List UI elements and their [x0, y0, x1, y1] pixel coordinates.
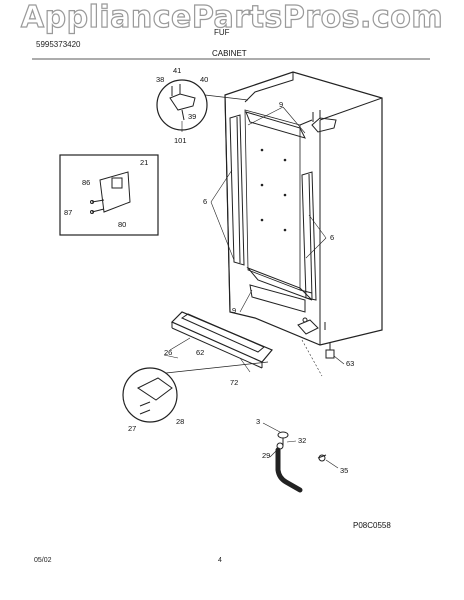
callout-80: 80	[118, 220, 127, 229]
callout-41: 41	[173, 66, 182, 75]
bracket-detail-inset	[59, 154, 159, 236]
top-hinge	[311, 110, 337, 133]
callout-40: 40	[200, 75, 209, 84]
cabinet-trim-strips	[229, 111, 317, 313]
callout-35: 35	[340, 466, 349, 475]
model-number-fragment: 5995373420	[36, 40, 81, 49]
callout-9-top: 9	[279, 100, 284, 109]
drain-tube	[275, 431, 327, 493]
callout-62: 62	[196, 348, 205, 357]
leader-lines	[163, 106, 345, 469]
callout-86: 86	[82, 178, 91, 187]
hinge-bottom-detail-inset	[122, 361, 269, 423]
callout-29: 29	[262, 451, 271, 460]
callout-28: 28	[176, 417, 185, 426]
callout-6-left: 6	[203, 197, 208, 206]
bottom-hinge	[297, 317, 326, 335]
callout-26: 26	[164, 348, 173, 357]
figure-code: P08C0558	[353, 521, 391, 530]
hinge-detail-inset	[156, 79, 249, 131]
watermark: AppliancePartsPros.com	[20, 0, 444, 36]
callout-63: 63	[346, 359, 355, 368]
callout-101: 101	[174, 136, 187, 145]
callout-87: 87	[64, 208, 73, 217]
model-prefix-fragment: FUF	[214, 28, 230, 37]
callout-38: 38	[156, 75, 165, 84]
callout-32: 32	[298, 436, 307, 445]
kick-plate	[170, 311, 273, 369]
leveling-leg	[325, 342, 335, 359]
callout-3: 3	[256, 417, 261, 426]
callout-27: 27	[128, 424, 137, 433]
callout-6-right: 6	[330, 233, 335, 242]
callout-9-bottom: 9	[232, 306, 237, 315]
footer-date: 05/02	[34, 557, 52, 564]
callout-72: 72	[230, 378, 239, 387]
callout-39: 39	[188, 112, 197, 121]
footer-page-number: 4	[218, 557, 222, 564]
callout-21: 21	[140, 158, 149, 167]
section-title: CABINET	[212, 49, 247, 58]
